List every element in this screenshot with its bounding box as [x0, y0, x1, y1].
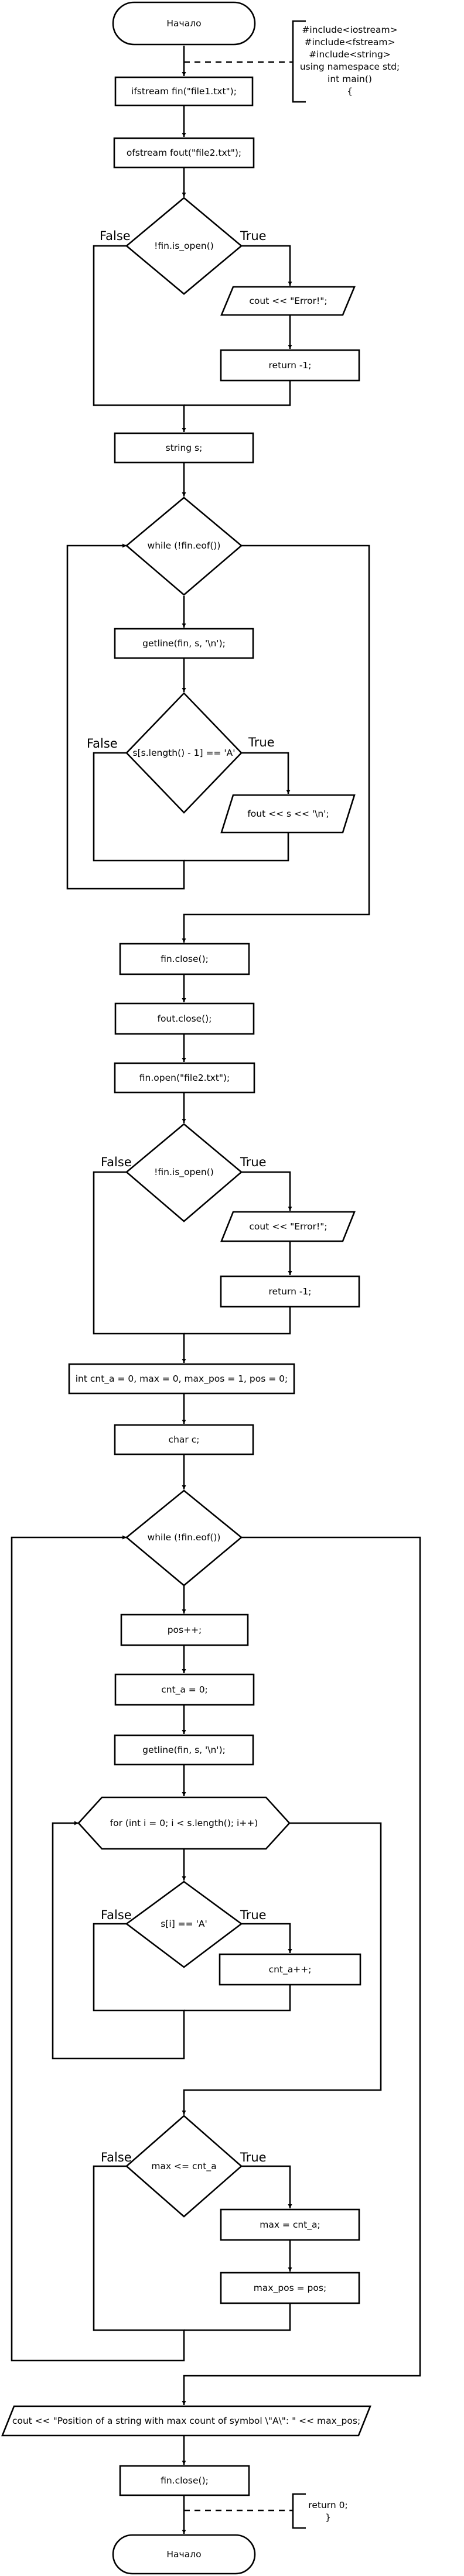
- header-comment-line-3: #include<string>: [309, 49, 391, 60]
- svg-text:fin.close();: fin.close();: [161, 2475, 209, 2486]
- loop-eof-2-decision: while (!fin.eof()): [125, 1489, 243, 1587]
- svg-text:!fin.is_open(): !fin.is_open(): [154, 241, 214, 252]
- check-char-a-decision: s[i] == 'A': [125, 1880, 243, 1968]
- svg-text:max = cnt_a;: max = cnt_a;: [260, 2219, 320, 2231]
- increment-pos-process: pos++;: [120, 1614, 249, 1646]
- svg-text:while (!fin.eof()): while (!fin.eof()): [148, 540, 221, 551]
- svg-text:max_pos = pos;: max_pos = pos;: [254, 2283, 326, 2294]
- header-comment: #include<iostream> #include<fstream> #in…: [184, 20, 400, 103]
- header-comment-line-1: #include<iostream>: [302, 25, 397, 35]
- check-open-2-decision: !fin.is_open(): [125, 1123, 243, 1222]
- svg-text:!fin.is_open(): !fin.is_open(): [154, 1167, 214, 1178]
- close-fin-2-process: fin.close();: [119, 2465, 250, 2496]
- svg-text:while (!fin.eof()): while (!fin.eof()): [148, 1532, 221, 1543]
- svg-text:cout << "Position of a string: cout << "Position of a string with max c…: [12, 2416, 360, 2427]
- svg-text:getline(fin, s, '\n');: getline(fin, s, '\n');: [142, 1745, 226, 1755]
- svg-text:fout << s << '\n';: fout << s << '\n';: [247, 809, 329, 819]
- label-true-5: True: [240, 2150, 267, 2164]
- error-output-2-io: cout << "Error!";: [220, 1211, 356, 1242]
- close-fin-1-process: fin.close();: [119, 943, 250, 975]
- label-false-4: False: [101, 1908, 132, 1922]
- start-terminator: Начало: [112, 1, 256, 46]
- svg-text:cout << "Error!";: cout << "Error!";: [249, 296, 327, 306]
- svg-text:getline(fin, s, '\n');: getline(fin, s, '\n');: [142, 638, 226, 649]
- footer-comment-line-2: }: [325, 2512, 331, 2523]
- svg-text:fout.close();: fout.close();: [157, 1013, 211, 1024]
- svg-text:cnt_a = 0;: cnt_a = 0;: [161, 1684, 208, 1695]
- getline-1-process: getline(fin, s, '\n');: [114, 628, 254, 659]
- svg-text:s[s.length() - 1] == 'A': s[s.length() - 1] == 'A': [133, 748, 236, 758]
- svg-text:ifstream fin("file1.txt");: ifstream fin("file1.txt");: [131, 86, 237, 97]
- label-true-1: True: [240, 229, 267, 243]
- return-error-2-process: return -1;: [220, 1275, 360, 1308]
- assign-max-process: max = cnt_a;: [220, 2208, 360, 2241]
- increment-cnt-process: cnt_a++;: [219, 1953, 361, 1986]
- open-file1-process: ifstream fin("file1.txt");: [114, 76, 254, 107]
- label-true-4: True: [240, 1908, 267, 1922]
- svg-text:fin.close();: fin.close();: [161, 954, 209, 964]
- label-false-3: False: [101, 1155, 132, 1169]
- svg-text:cout << "Error!";: cout << "Error!";: [249, 1221, 327, 1232]
- footer-comment-line-1: return 0;: [308, 2500, 347, 2510]
- label-false-2: False: [87, 737, 118, 751]
- footer-comment: return 0; }: [184, 2493, 348, 2529]
- header-comment-line-4: using namespace std;: [300, 61, 400, 72]
- error-output-1-io: cout << "Error!";: [220, 286, 356, 316]
- check-max-decision: max <= cnt_a: [125, 2115, 243, 2218]
- header-comment-line-5: int main(): [327, 74, 372, 84]
- svg-text:max <= cnt_a: max <= cnt_a: [151, 2161, 216, 2172]
- svg-text:return -1;: return -1;: [269, 360, 312, 371]
- write-line-io: fout << s << '\n';: [220, 794, 356, 834]
- svg-text:for (int i = 0; i < s.length(): for (int i = 0; i < s.length(); i++): [110, 1818, 258, 1828]
- return-error-1-process: return -1;: [220, 349, 360, 382]
- svg-text:ofstream fout("file2.txt");: ofstream fout("file2.txt");: [127, 148, 241, 158]
- svg-text:cnt_a++;: cnt_a++;: [269, 1964, 312, 1975]
- svg-text:Начало: Начало: [166, 18, 201, 29]
- assign-max-pos-process: max_pos = pos;: [220, 2272, 360, 2304]
- end-terminator: Начало: [112, 2534, 256, 2575]
- label-true-2: True: [248, 735, 275, 749]
- loop-eof-1-decision: while (!fin.eof()): [125, 496, 243, 596]
- output-result-io: cout << "Position of a string with max c…: [1, 2405, 371, 2437]
- svg-text:fin.open("file2.txt");: fin.open("file2.txt");: [139, 1073, 230, 1083]
- svg-text:char c;: char c;: [169, 1434, 200, 1445]
- label-true-3: True: [240, 1155, 267, 1169]
- svg-text:return -1;: return -1;: [269, 1286, 312, 1297]
- getline-2-process: getline(fin, s, '\n');: [114, 1734, 254, 1766]
- open-file2-process: ofstream fout("file2.txt");: [113, 137, 255, 169]
- svg-text:pos++;: pos++;: [168, 1625, 202, 1635]
- close-fout-process: fout.close();: [114, 1002, 255, 1035]
- branch-labels: False True False True False True False T…: [87, 229, 275, 2164]
- svg-text:string s;: string s;: [166, 443, 203, 453]
- reset-cnt-process: cnt_a = 0;: [114, 1673, 255, 1706]
- svg-text:int cnt_a = 0, max = 0, max_po: int cnt_a = 0, max = 0, max_pos = 1, pos…: [76, 1373, 288, 1385]
- for-loop-preparation: for (int i = 0; i < s.length(); i++): [77, 1796, 291, 1850]
- declare-string-process: string s;: [114, 432, 254, 464]
- reopen-file2-process: fin.open("file2.txt");: [114, 1062, 255, 1094]
- svg-text:Начало: Начало: [166, 2549, 201, 2560]
- svg-text:s[i] == 'A': s[i] == 'A': [161, 1919, 207, 1929]
- header-comment-line-2: #include<fstream>: [305, 37, 395, 47]
- check-open-1-decision: !fin.is_open(): [125, 197, 243, 295]
- label-false-1: False: [100, 229, 131, 243]
- flow-edges: [11, 46, 421, 2534]
- label-false-5: False: [101, 2150, 132, 2164]
- header-comment-line-6: {: [347, 86, 353, 97]
- declare-char-process: char c;: [114, 1424, 254, 1455]
- declare-ints-process: int cnt_a = 0, max = 0, max_pos = 1, pos…: [68, 1363, 295, 1395]
- check-last-char-decision: s[s.length() - 1] == 'A': [125, 692, 243, 814]
